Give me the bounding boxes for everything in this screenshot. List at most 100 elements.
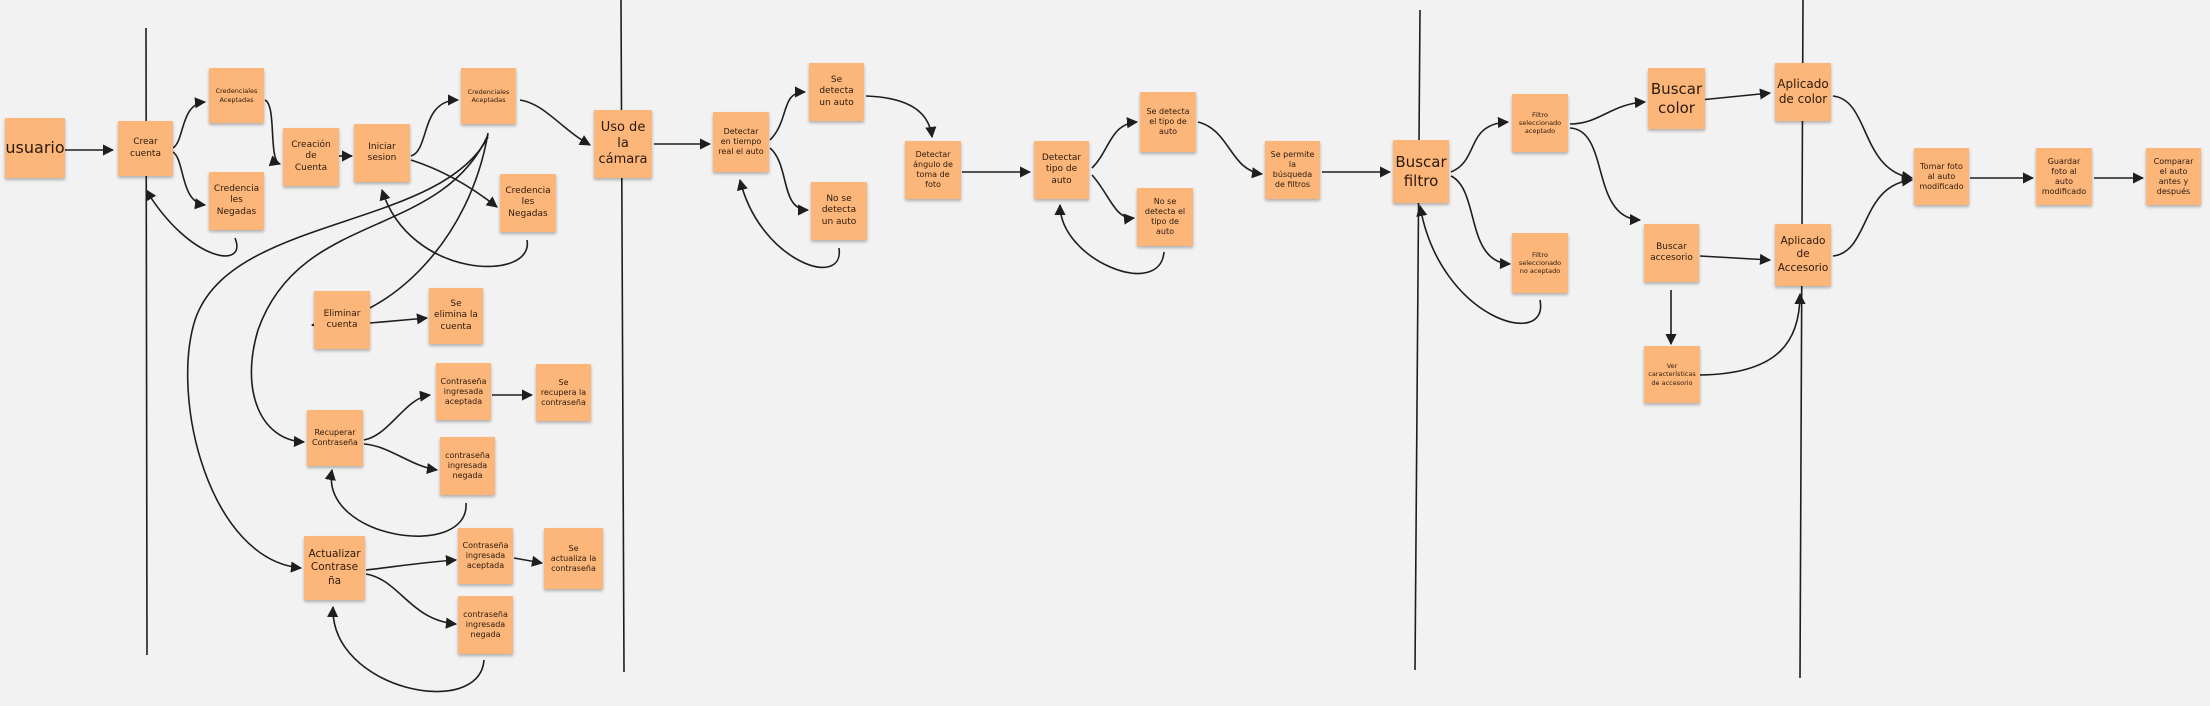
note-label: Buscar color bbox=[1650, 79, 1703, 117]
note-credenciales-negadas-2[interactable]: Credencia les Negadas bbox=[500, 174, 556, 232]
note-label: Eliminar cuenta bbox=[323, 308, 361, 330]
arrow-sedetectatipo-busqueda bbox=[1197, 121, 1264, 179]
note-filtro-aceptado[interactable]: Filtro seleccionado aceptado bbox=[1512, 94, 1568, 152]
arrow-color-tomar bbox=[1832, 95, 1914, 182]
arrow-crear-credaceptadas bbox=[172, 97, 207, 149]
note-usuario[interactable]: usuario bbox=[5, 118, 65, 178]
note-uso-camara[interactable]: Uso de la cámara bbox=[594, 110, 652, 178]
arrow-eliminar-seelimina bbox=[369, 313, 429, 325]
note-label: Iniciar sesion bbox=[367, 141, 397, 163]
arrow-cred-recuperar bbox=[250, 134, 489, 448]
note-label: Credenciales Aceptadas bbox=[215, 87, 258, 104]
arrow-nodetecta-back bbox=[736, 178, 840, 269]
note-buscar-accesorio[interactable]: Buscar accesorio bbox=[1644, 224, 1699, 282]
note-label: contraseña ingresada negada bbox=[463, 610, 508, 639]
note-label: Detectar ángulo de toma de foto bbox=[913, 150, 953, 189]
note-detectar-tipo-auto[interactable]: Detectar tipo de auto bbox=[1034, 141, 1089, 199]
note-guardar-foto[interactable]: Guardar foto al auto modificado bbox=[2036, 148, 2092, 205]
note-label: Credenciales Aceptadas bbox=[467, 87, 510, 104]
note-label: Se detecta el tipo de auto bbox=[1146, 107, 1190, 136]
arrow-ver-aplicado bbox=[1699, 292, 1806, 376]
arrow-crednegadas2-back bbox=[379, 188, 528, 268]
note-label: Se elimina la cuenta bbox=[434, 299, 478, 332]
note-aplicado-accesorio[interactable]: Aplicado de Accesorio bbox=[1775, 224, 1831, 286]
note-se-elimina-cuenta[interactable]: Se elimina la cuenta bbox=[429, 288, 483, 344]
note-label: Tomar foto al auto modificado bbox=[1919, 161, 1964, 191]
note-credenciales-aceptadas-2[interactable]: Credenciales Aceptadas bbox=[461, 68, 516, 124]
note-label: Crear cuenta bbox=[130, 137, 161, 159]
note-label: Aplicado de Accesorio bbox=[1777, 235, 1829, 274]
arrow-crednegadas-back bbox=[145, 189, 238, 257]
note-busqueda-filtros[interactable]: Se permite la búsqueda de filtros bbox=[1265, 141, 1320, 199]
note-label: Se detecta un auto bbox=[819, 75, 854, 108]
note-tomar-foto[interactable]: Tomar foto al auto modificado bbox=[1914, 148, 1969, 205]
note-label: Ver características de accesorio bbox=[1648, 362, 1696, 387]
divider-line bbox=[1414, 9, 1421, 671]
note-label: Actualizar Contrase ña bbox=[308, 548, 361, 587]
note-label: Se actualiza la contraseña bbox=[550, 543, 597, 573]
arrow-recuperar-pwnegada bbox=[363, 443, 439, 475]
note-label: Filtro seleccionado no aceptado bbox=[1518, 250, 1562, 276]
arrow-detectar-sedetecta bbox=[769, 86, 807, 141]
note-no-detecta-tipo[interactable]: No se detecta el tipo de auto bbox=[1137, 188, 1193, 246]
note-contrasena-aceptada-1[interactable]: Contraseña ingresada aceptada bbox=[436, 363, 491, 420]
note-aplicado-color[interactable]: Aplicado de color bbox=[1775, 63, 1831, 121]
note-credenciales-negadas-1[interactable]: Credencia les Negadas bbox=[209, 172, 264, 230]
arrow-tipo-nodetectatipo bbox=[1091, 174, 1136, 225]
note-se-recupera-contrasena[interactable]: Se recupera la contraseña bbox=[536, 364, 591, 421]
arrow-color-aplicado bbox=[1699, 88, 1772, 101]
note-contrasena-negada-1[interactable]: contraseña ingresada negada bbox=[440, 437, 495, 495]
note-label: contraseña ingresada negada bbox=[445, 451, 490, 480]
note-label: Credencia les Negadas bbox=[505, 186, 551, 219]
note-buscar-color[interactable]: Buscar color bbox=[1648, 68, 1705, 129]
note-se-actualiza-contrasena[interactable]: Se actualiza la contraseña bbox=[544, 528, 603, 589]
arrow-pwaceptada2-seactualiza bbox=[513, 555, 544, 567]
arrow-actualizar-pwnegada bbox=[365, 573, 458, 629]
arrow-sedetecta-angulo bbox=[865, 95, 937, 139]
note-creacion-cuenta[interactable]: Creación de Cuenta bbox=[283, 128, 339, 186]
arrow-cred-actualizar bbox=[186, 136, 489, 573]
note-label: Recuperar Contraseña bbox=[312, 428, 358, 447]
arrow-filtro-aceptado bbox=[1450, 116, 1510, 173]
arrow-recuperar-pwaceptada bbox=[363, 390, 432, 441]
note-no-detecta-auto[interactable]: No se detecta un auto bbox=[811, 182, 867, 240]
note-se-detecta-tipo[interactable]: Se detecta el tipo de auto bbox=[1140, 92, 1196, 152]
note-label: Detectar tipo de auto bbox=[1041, 153, 1082, 186]
arrow-detectar-nodetecta bbox=[769, 147, 810, 216]
note-comparar-auto[interactable]: Comparar el auto antes y después bbox=[2146, 148, 2201, 205]
note-label: Comparar el auto antes y después bbox=[2153, 156, 2194, 196]
note-eliminar-cuenta[interactable]: Eliminar cuenta bbox=[314, 291, 370, 349]
note-label: Uso de la cámara bbox=[598, 119, 648, 168]
arrow-nodetectatipo-back bbox=[1054, 203, 1165, 275]
note-iniciar-sesion[interactable]: Iniciar sesion bbox=[354, 124, 410, 182]
arrow-noaceptado-back bbox=[1416, 204, 1542, 325]
note-label: Buscar accesorio bbox=[1650, 241, 1693, 263]
note-label: No se detecta el tipo de auto bbox=[1144, 197, 1186, 236]
note-buscar-filtro[interactable]: Buscar filtro bbox=[1393, 140, 1449, 203]
note-label: Buscar filtro bbox=[1395, 152, 1447, 190]
note-recuperar-contrasena[interactable]: Recuperar Contraseña bbox=[307, 410, 363, 466]
arrow-actualizar-pwaceptada bbox=[365, 555, 458, 571]
arrow-pwnegada1-back bbox=[324, 468, 467, 537]
note-label: Creación de Cuenta bbox=[291, 140, 331, 173]
arrow-pwnegada2-back bbox=[327, 605, 485, 693]
note-ver-caracteristicas[interactable]: Ver características de accesorio bbox=[1644, 346, 1700, 403]
note-label: Detectar en tiempo real el auto bbox=[718, 127, 764, 156]
note-actualizar-contrasena[interactable]: Actualizar Contrase ña bbox=[304, 536, 365, 600]
note-detectar-angulo[interactable]: Detectar ángulo de toma de foto bbox=[905, 141, 961, 199]
note-contrasena-aceptada-2[interactable]: Contraseña ingresada aceptada bbox=[458, 528, 513, 584]
note-label: Aplicado de color bbox=[1777, 77, 1829, 106]
arrow-accesorio-tomar bbox=[1832, 175, 1914, 257]
note-crear-cuenta[interactable]: Crear cuenta bbox=[118, 121, 173, 176]
note-se-detecta-auto[interactable]: Se detecta un auto bbox=[809, 63, 864, 121]
note-contrasena-negada-2[interactable]: contraseña ingresada negada bbox=[458, 596, 513, 654]
note-filtro-no-aceptado[interactable]: Filtro seleccionado no aceptado bbox=[1512, 233, 1568, 293]
arrow-crear-crednegadas bbox=[172, 151, 207, 210]
note-detectar-tiempo-real[interactable]: Detectar en tiempo real el auto bbox=[713, 112, 769, 172]
note-credenciales-aceptadas-1[interactable]: Credenciales Aceptadas bbox=[209, 68, 264, 123]
note-label: Contraseña ingresada aceptada bbox=[462, 541, 509, 570]
arrow-tipo-sedetectatipo bbox=[1091, 117, 1139, 169]
arrow-iniciar-crednegadas2 bbox=[410, 159, 498, 208]
